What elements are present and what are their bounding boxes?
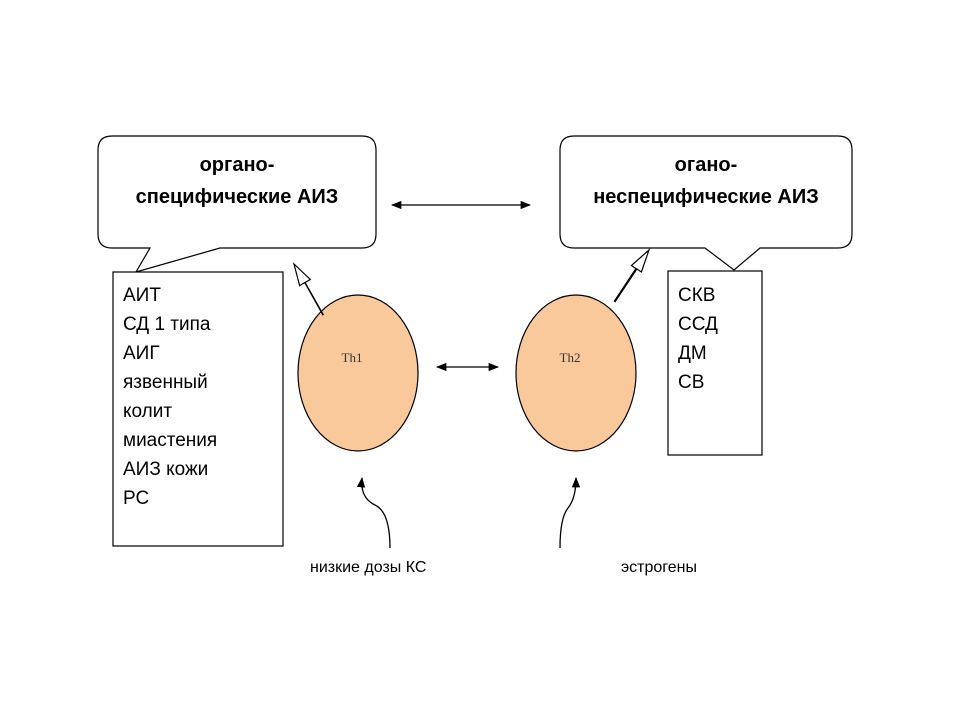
th1-cell: Th1 (297, 294, 419, 452)
right-callout: огано- неспецифические АИЗ (559, 135, 853, 271)
right-list-item: СКВ (678, 285, 715, 306)
left-list-item: АИЗ кожи (123, 459, 208, 480)
th1-ellipse (297, 294, 419, 452)
corticosteroid-influence-arrow (356, 476, 391, 549)
left-list-item: СД 1 типа (123, 314, 211, 335)
left-list-box (112, 271, 284, 547)
left-list-item: язвенный (123, 372, 208, 393)
th2-ellipse (515, 294, 637, 452)
right-list-box (667, 270, 763, 456)
left-callout-line2: специфические АИЗ (136, 186, 339, 208)
left-callout-line1: органо- (200, 154, 275, 176)
right-list-item: СВ (678, 372, 704, 393)
right-list-item: ССД (678, 314, 718, 335)
estrogen-caption: эстрогены (621, 559, 697, 576)
right-list-item: ДМ (678, 343, 707, 364)
right-callout-line2: неспецифические АИЗ (593, 186, 819, 208)
left-callout-bubble (97, 135, 377, 273)
left-list-item: АИГ (123, 343, 160, 364)
right-callout-bubble (559, 135, 853, 271)
estrogen-influence-arrow (559, 476, 581, 549)
th2-to-callout-arrow (613, 248, 651, 303)
th1-to-callout-arrow (292, 262, 325, 316)
left-list-item: РС (123, 488, 149, 509)
right-callout-line1: огано- (675, 154, 738, 176)
left-callout: органо- специфические АИЗ (97, 135, 377, 273)
th1-label: Th1 (342, 350, 363, 365)
right-disease-list: СКВ ССД ДМ СВ (667, 270, 763, 456)
left-list-item: миастения (123, 430, 217, 451)
left-list-item: колит (123, 401, 172, 422)
corticosteroid-caption: низкие дозы КС (310, 559, 426, 576)
th2-label: Th2 (560, 350, 581, 365)
left-disease-list: АИТ СД 1 типа АИГ язвенный колит миастен… (112, 271, 284, 547)
left-list-item: АИТ (123, 285, 161, 306)
th2-cell: Th2 (515, 294, 637, 452)
